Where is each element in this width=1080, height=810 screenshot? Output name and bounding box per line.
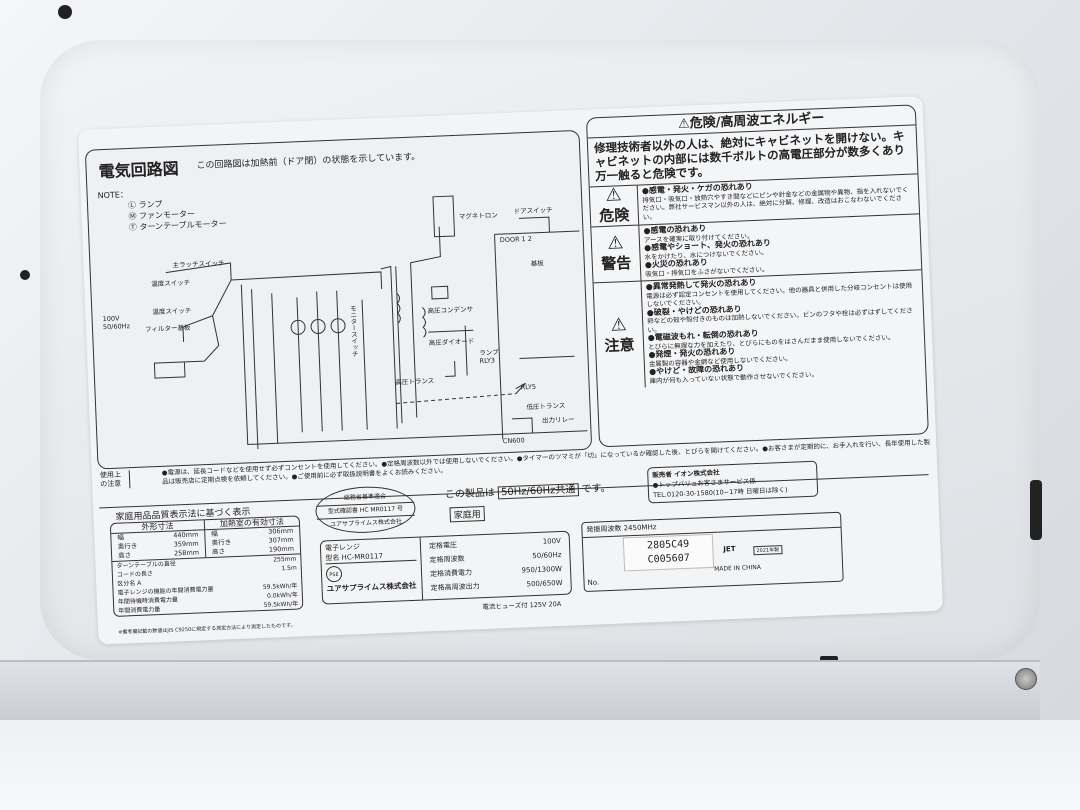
serial-box: 発振周波数 2450MHz 2805C49 C005607 No. JET 20… [581, 511, 844, 593]
circuit-lines [153, 195, 588, 450]
frequency-prefix: この製品は [444, 487, 496, 501]
frequency-suffix: です。 [581, 482, 611, 496]
floor [0, 720, 1080, 810]
label-transformer: 高圧トランス [395, 376, 435, 387]
fuse-info: 電流ヒューズ付 125V 20A [482, 599, 562, 612]
label-thermo-switch: 温度スイッチ [152, 306, 192, 317]
footnote: ※備考欄記載の数値はJIS C9250に規定する測定方法により測定したものです。 [118, 622, 296, 636]
label-door: DOOR 1 2 [499, 234, 533, 245]
frequency-value: 50Hz/60Hz共通 [497, 483, 579, 500]
spec-label: 定格高周波出力 [430, 582, 480, 593]
panel-edge [0, 660, 1040, 720]
jet-mark-icon: JET [723, 544, 736, 554]
dim-label: 高さ [211, 547, 226, 556]
label-cn600: CN600 [502, 436, 525, 446]
spec-value: 50/60Hz [532, 550, 562, 561]
label-filter: フィルター基板 [144, 323, 191, 334]
dim-value: 258mm [173, 548, 200, 558]
label-lamp-relay: ランプ RLY3 [479, 348, 499, 366]
manufacture-year: 2021年製 [753, 545, 783, 556]
spec-value: 500/650W [526, 578, 563, 589]
vent-slot [1030, 480, 1042, 540]
level-label: 危険 [599, 205, 630, 226]
level-label: 警告 [600, 253, 632, 274]
spec-value: 1.5m [281, 564, 297, 573]
label-board: 基板 [530, 259, 544, 268]
warning-section-caution: ⚠注意 ●異常発熱して発火の恐れあり電源は必ず認定コンセントを使用してください。… [593, 270, 926, 390]
label-output-relay: 出力リレー [541, 415, 575, 425]
label-magnetron: マグネトロン [458, 211, 498, 221]
made-in: MADE IN CHINA [714, 563, 762, 573]
circuit-diagram: 電気回路図 この回路図は加熱前（ドア閉）の状態を示しています。 NOTE： Ⓛ … [84, 129, 593, 470]
home-use-badge: 家庭用 [449, 505, 486, 523]
seal-bottom: ユアサプライムス株式会社 [329, 518, 403, 529]
warning-triangle-icon: ⚠ [606, 232, 624, 254]
danger-warning-box: ⚠危険/高周波エネルギー 修理技術者以外の人は、絶対にキャビネットを開けない。キ… [585, 104, 929, 448]
usage-heading: 使用上の注意 [99, 470, 131, 490]
warning-triangle-icon: ⚠ [605, 184, 623, 206]
warning-triangle-icon: ⚠ [610, 313, 628, 336]
dim-label: 奥行き [211, 538, 232, 547]
dim-label: 奥行き [117, 541, 138, 551]
model-rating-box: 電子レンジ 型名 HC-MR0117 PSE ユアサプライムス株式会社 定格電圧… [319, 530, 573, 605]
spec-value: 59.5kWh/年 [263, 600, 299, 609]
label-latch-switch: 主ラッチスイッチ [172, 259, 225, 270]
label-rly5: RLY5 [520, 382, 537, 392]
maker-name: ユアサプライムス株式会社 [326, 580, 417, 594]
dim-label: 幅 [117, 533, 125, 542]
spec-value: 100V [542, 536, 562, 546]
label-low-transformer: 低圧トランス [526, 401, 566, 412]
level-label: 注意 [604, 335, 635, 355]
serial-code: C005607 [647, 552, 690, 566]
seller-info: 販売者 イオン株式会社 ●トップバリュお客さまサービス係 TEL.0120-30… [647, 460, 819, 504]
serial-sticker: 2805C49 C005607 [622, 533, 715, 572]
model-name: 型名 HC-MR0117 [325, 549, 417, 565]
spec-label: 年間消費電力量 [118, 606, 161, 615]
spec-label: 定格周波数 [429, 554, 465, 565]
label-monitor-switch: モニタースイッチ [348, 304, 359, 358]
label-thermo-switch: 温度スイッチ [151, 278, 191, 289]
vent-hole [20, 270, 30, 280]
screw-icon [1015, 668, 1037, 690]
dim-label: 高さ [117, 551, 132, 560]
label-door-switch: ドアスイッチ [513, 206, 553, 216]
label-power: 100V 50/60Hz [102, 314, 131, 332]
approval-seal: 総務省基準適合 型式確認書 HC MR0117 号 ユアサプライムス株式会社 [314, 484, 417, 535]
number-label: No. [587, 578, 600, 587]
dim-value: 190mm [268, 544, 295, 554]
label-capacitor: 高圧コンデンサ [427, 305, 474, 316]
rating-label-sticker: 電気回路図 この回路図は加熱前（ドア閉）の状態を示しています。 NOTE： Ⓛ … [78, 96, 943, 645]
label-diode: 高圧ダイオード [428, 337, 475, 348]
pse-mark-icon: PSE [325, 565, 343, 583]
dim-label: 幅 [211, 529, 218, 538]
vent-hole [58, 5, 72, 19]
spec-label: 定格電圧 [428, 541, 458, 551]
